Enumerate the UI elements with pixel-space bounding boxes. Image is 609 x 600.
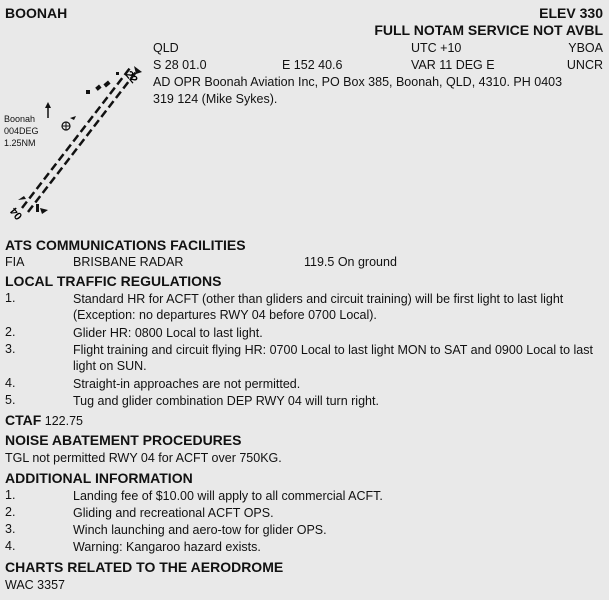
ats-heading: ATS COMMUNICATIONS FACILITIES [5, 237, 246, 253]
runway-diagram: 22 04 [8, 66, 142, 222]
ats-unit: BRISBANE RADAR [73, 255, 184, 269]
building-marker [103, 80, 111, 88]
traffic-heading: LOCAL TRAFFIC REGULATIONS [5, 273, 222, 289]
list-item: Standard HR for ACFT (other than gliders… [73, 292, 564, 322]
aerodrome-name: BOONAH [5, 5, 68, 21]
longitude: E 152 40.6 [282, 58, 343, 72]
elevation: ELEV 330 [539, 5, 603, 21]
threshold-marker [40, 208, 48, 214]
town-distance: 1.25NM [4, 138, 36, 148]
building-marker [86, 90, 90, 94]
windsock-icon [70, 116, 76, 120]
list-item-number: 1. [5, 291, 16, 305]
aerodrome-diagram: 22 04 Boonah 004DEG 1.25NM [0, 60, 150, 230]
list-item: Landing fee of $10.00 will apply to all … [73, 489, 383, 503]
ctaf-frequency: 122.75 [44, 414, 84, 428]
threshold-marker [18, 196, 26, 200]
list-item-number: 3. [5, 522, 16, 536]
state: QLD [153, 41, 179, 55]
airspace-status: UNCR [566, 58, 603, 72]
latitude: S 28 01.0 [153, 58, 207, 72]
runway-edge-right [27, 71, 137, 213]
town-bearing: 004DEG [4, 126, 39, 136]
ctaf-label: CTAF [5, 412, 42, 428]
charts-text: WAC 3357 [5, 578, 65, 592]
variation: VAR 11 DEG E [411, 58, 495, 72]
ats-service: FIA [5, 255, 25, 269]
list-item-number: 4. [5, 539, 16, 553]
list-item: Gliding and recreational ACFT OPS. [73, 506, 274, 520]
building-marker [95, 84, 102, 91]
noise-text: TGL not permitted RWY 04 for ACFT over 7… [5, 451, 282, 465]
runway-edge-left [21, 67, 131, 209]
list-item-number: 1. [5, 488, 16, 502]
ats-frequency: 119.5 On ground [304, 255, 397, 269]
list-item: Warning: Kangaroo hazard exists. [73, 540, 261, 554]
list-item: Tug and glider combination DEP RWY 04 wi… [73, 394, 379, 408]
ctaf-line: CTAF 122.75 [5, 412, 83, 428]
list-item: Winch launching and aero-tow for glider … [73, 523, 327, 537]
list-item-number: 5. [5, 393, 16, 407]
list-item-number: 3. [5, 342, 16, 356]
list-item: Glider HR: 0800 Local to last light. [73, 326, 263, 340]
list-item: Flight training and circuit flying HR: 0… [73, 343, 593, 373]
additional-heading: ADDITIONAL INFORMATION [5, 470, 193, 486]
list-item-number: 2. [5, 325, 16, 339]
utc-offset: UTC +10 [411, 41, 462, 55]
noise-heading: NOISE ABATEMENT PROCEDURES [5, 432, 242, 448]
operator-line-1: AD OPR Boonah Aviation Inc, PO Box 385, … [153, 75, 563, 89]
icao-code: YBOA [568, 41, 603, 55]
threshold-marker [36, 204, 39, 212]
list-item: Straight-in approaches are not permitted… [73, 377, 301, 391]
building-marker [116, 72, 119, 75]
operator-line-2: 319 124 (Mike Sykes). [153, 92, 278, 106]
notam-status: FULL NOTAM SERVICE NOT AVBL [374, 22, 603, 38]
list-item-number: 4. [5, 376, 16, 390]
threshold-marker [134, 66, 142, 74]
charts-heading: CHARTS RELATED TO THE AERODROME [5, 559, 284, 575]
list-item-number: 2. [5, 505, 16, 519]
town-name: Boonah [4, 114, 36, 124]
